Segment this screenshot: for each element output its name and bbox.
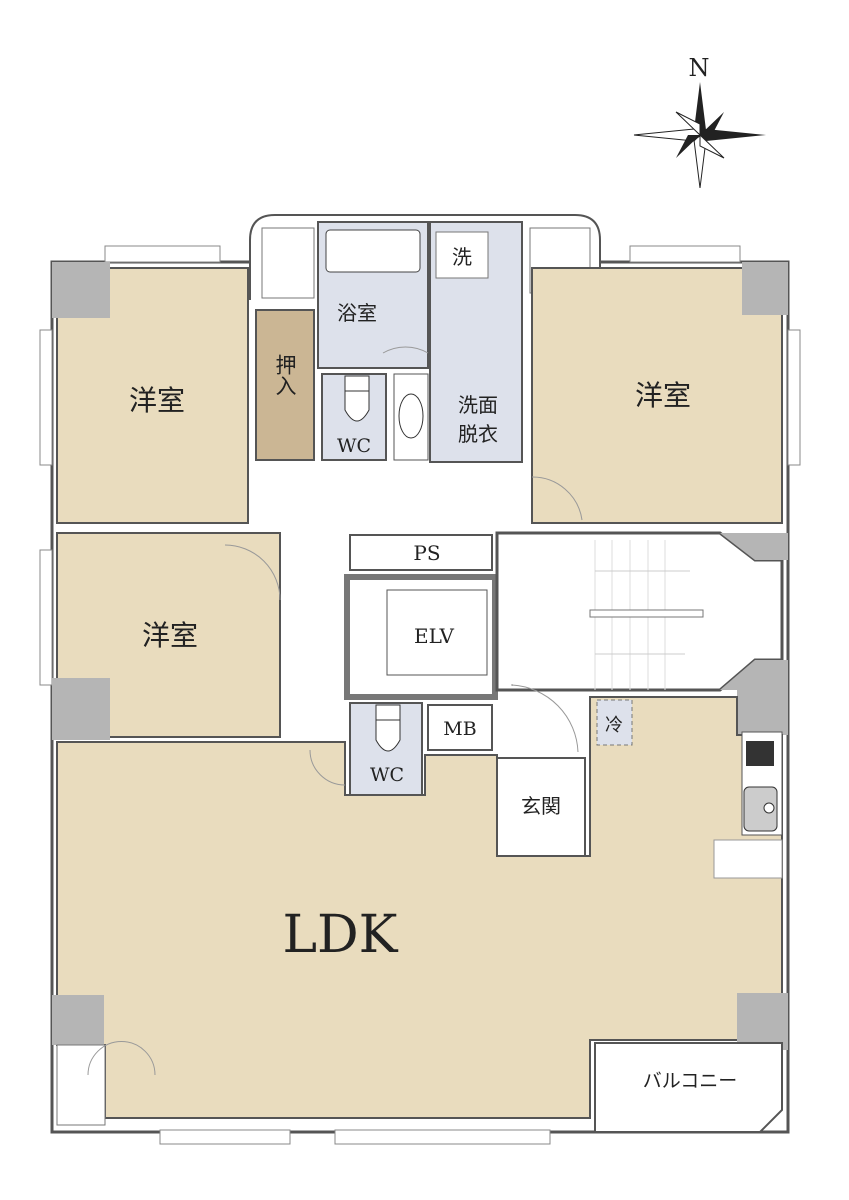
fridge-label: 冷	[605, 715, 623, 736]
sink-icon	[398, 393, 424, 439]
entrance	[496, 757, 586, 857]
counter-bar	[713, 839, 783, 879]
ldk-label: LDK	[282, 905, 398, 965]
washer-space	[435, 231, 489, 279]
mb-label: MB	[443, 718, 476, 740]
bathtub	[325, 229, 421, 273]
stove-icon	[746, 741, 774, 766]
closet	[255, 309, 315, 461]
washroom-label-1: 洗面	[458, 393, 498, 417]
compass-rose-icon	[633, 82, 766, 189]
western-room-ne	[531, 267, 783, 524]
elevator-label: ELV	[414, 624, 455, 648]
bathroom-label: 浴室	[337, 301, 377, 325]
kitchen-sink-icon	[743, 786, 778, 832]
north-label: N	[689, 54, 710, 82]
balcony	[594, 1042, 783, 1133]
meter-box	[427, 704, 493, 751]
closet-label: 押入	[273, 354, 297, 396]
wc-lower-label: WC	[370, 764, 404, 786]
toilet-icon	[375, 719, 401, 752]
wc-upper-label: WC	[337, 435, 371, 457]
washer-label: 洗	[452, 245, 472, 269]
western-room-nw-label: 洋室	[129, 384, 185, 417]
western-room-w-label: 洋室	[142, 619, 198, 652]
fridge-space	[596, 699, 633, 746]
western-room-ne-label: 洋室	[635, 379, 691, 412]
entrance-label: 玄関	[521, 794, 561, 818]
windows	[39, 245, 801, 1145]
balcony-label: バルコニー	[643, 1070, 738, 1092]
toilet-icon	[344, 390, 370, 422]
pipe-space	[349, 534, 493, 571]
washroom-label-2: 脱衣	[458, 422, 498, 446]
ps-label: PS	[413, 541, 440, 565]
